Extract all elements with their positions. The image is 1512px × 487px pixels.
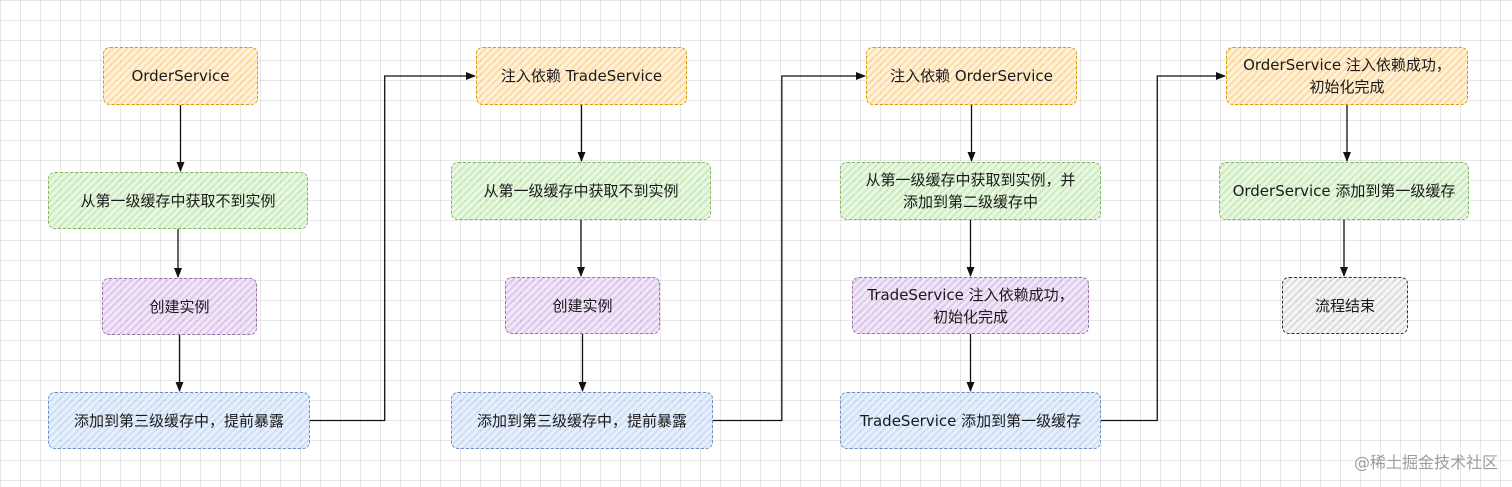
- node-flow-end: 流程结束: [1282, 277, 1408, 334]
- node-orderservice: OrderService: [103, 47, 258, 105]
- node-create-instance: 创建实例: [102, 278, 257, 335]
- node-get-from-cache-miss: 从第一级缓存中获取不到实例: [451, 162, 711, 220]
- node-get-from-cache-hit: 从第一级缓存中获取到实例，并 添加到第二级缓存中: [840, 162, 1101, 220]
- node-get-from-cache-miss: 从第一级缓存中获取不到实例: [48, 172, 308, 229]
- node-add-third-cache: 添加到第三级缓存中，提前暴露: [48, 392, 310, 449]
- node-orderservice-first-cache: OrderService 添加到第一级缓存: [1219, 162, 1469, 220]
- watermark: @稀土掘金技术社区: [1353, 453, 1498, 472]
- link-arrow: [310, 72, 476, 422]
- node-create-instance: 创建实例: [505, 277, 660, 334]
- node-inject-tradeservice: 注入依赖 TradeService: [476, 47, 687, 105]
- node-add-third-cache: 添加到第三级缓存中，提前暴露: [451, 392, 713, 449]
- node-tradeservice-first-cache: TradeService 添加到第一级缓存: [840, 392, 1101, 449]
- link-arrow: [1101, 72, 1226, 422]
- node-tradeservice-inited: TradeService 注入依赖成功， 初始化完成: [852, 277, 1089, 334]
- link-arrow: [713, 72, 866, 422]
- node-orderservice-inited: OrderService 注入依赖成功， 初始化完成: [1226, 47, 1468, 105]
- node-inject-orderservice: 注入依赖 OrderService: [866, 47, 1077, 105]
